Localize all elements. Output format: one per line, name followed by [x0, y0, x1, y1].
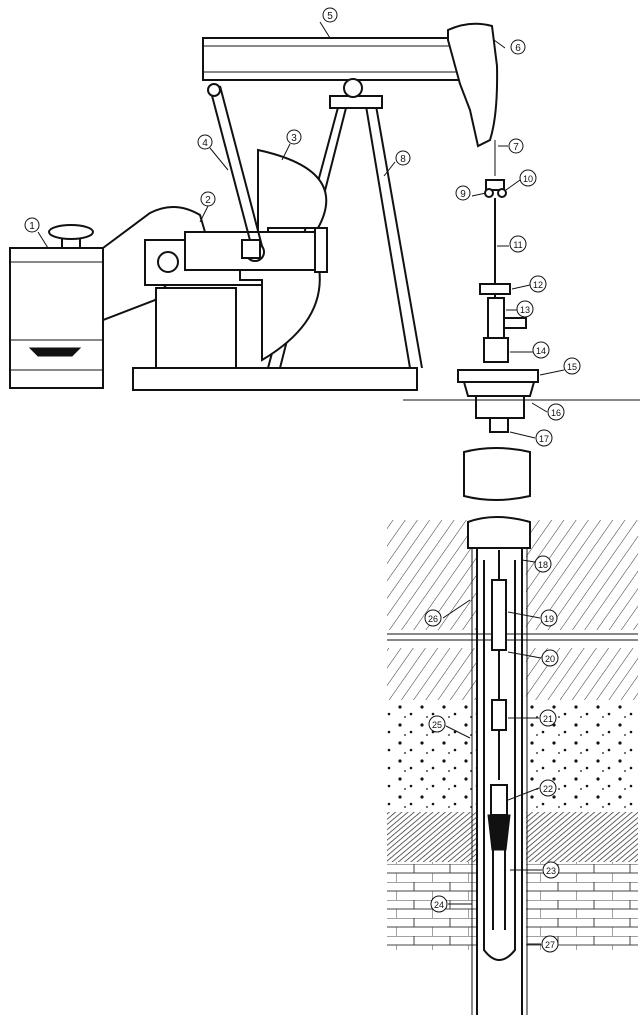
callout-label: 25 [432, 720, 442, 730]
horsehead [448, 24, 497, 146]
callout-13: 13 [517, 301, 533, 317]
callout-label: 14 [536, 346, 546, 356]
casing-break [464, 448, 530, 500]
callout-label: 1 [29, 221, 35, 232]
callout-label: 10 [523, 174, 533, 184]
callout-16: 16 [548, 404, 564, 420]
motor [10, 225, 103, 388]
callout-5: 5 [323, 8, 337, 22]
callout-6: 6 [511, 40, 525, 54]
callout-23: 23 [543, 862, 559, 878]
callout-label: 7 [513, 142, 519, 153]
callout-2: 2 [201, 192, 215, 206]
callout-24: 24 [431, 896, 447, 912]
callout-label: 9 [460, 189, 466, 200]
callout-label: 20 [545, 654, 555, 664]
callout-9: 9 [456, 186, 470, 200]
callout-22: 22 [540, 780, 556, 796]
callout-label: 15 [567, 362, 577, 372]
callout-3: 3 [287, 130, 301, 144]
base-skid [133, 368, 417, 390]
callout-label: 13 [520, 305, 530, 315]
callout-10: 10 [520, 170, 536, 186]
callout-label: 6 [515, 43, 521, 54]
callout-label: 8 [400, 154, 406, 165]
callout-26: 26 [425, 610, 441, 626]
callout-label: 12 [533, 280, 543, 290]
callout-label: 24 [434, 900, 444, 910]
callout-27: 27 [542, 936, 558, 952]
callout-label: 23 [546, 866, 556, 876]
walking-beam [203, 38, 461, 97]
callout-1: 1 [25, 218, 39, 232]
callout-18: 18 [535, 556, 551, 572]
callout-label: 2 [205, 195, 211, 206]
sucker-rod [492, 550, 506, 780]
callout-label: 22 [543, 784, 553, 794]
callout-7: 7 [509, 139, 523, 153]
callout-label: 3 [291, 133, 297, 144]
callout-11: 11 [510, 236, 526, 252]
callout-label: 5 [327, 11, 333, 22]
callout-25: 25 [429, 716, 445, 732]
wellhead [403, 370, 640, 432]
strata [387, 520, 638, 952]
callout-label: 18 [538, 560, 548, 570]
callout-label: 17 [539, 434, 549, 444]
callout-label: 27 [545, 940, 555, 950]
callout-21: 21 [540, 710, 556, 726]
callout-label: 4 [202, 138, 208, 149]
callout-19: 19 [541, 610, 557, 626]
callout-label: 19 [544, 614, 554, 624]
callout-label: 21 [543, 714, 553, 724]
callout-label: 16 [551, 408, 561, 418]
callout-14: 14 [533, 342, 549, 358]
callout-15: 15 [564, 358, 580, 374]
polished-rod-clamp [480, 284, 510, 294]
callout-12: 12 [530, 276, 546, 292]
callout-label: 11 [513, 240, 522, 250]
callout-4: 4 [198, 135, 212, 149]
callout-17: 17 [536, 430, 552, 446]
callout-label: 26 [428, 614, 438, 624]
bridle-and-carrier [485, 140, 506, 197]
bottom-hole-pump [488, 785, 510, 930]
callout-20: 20 [542, 650, 558, 666]
callout-8: 8 [396, 151, 410, 165]
